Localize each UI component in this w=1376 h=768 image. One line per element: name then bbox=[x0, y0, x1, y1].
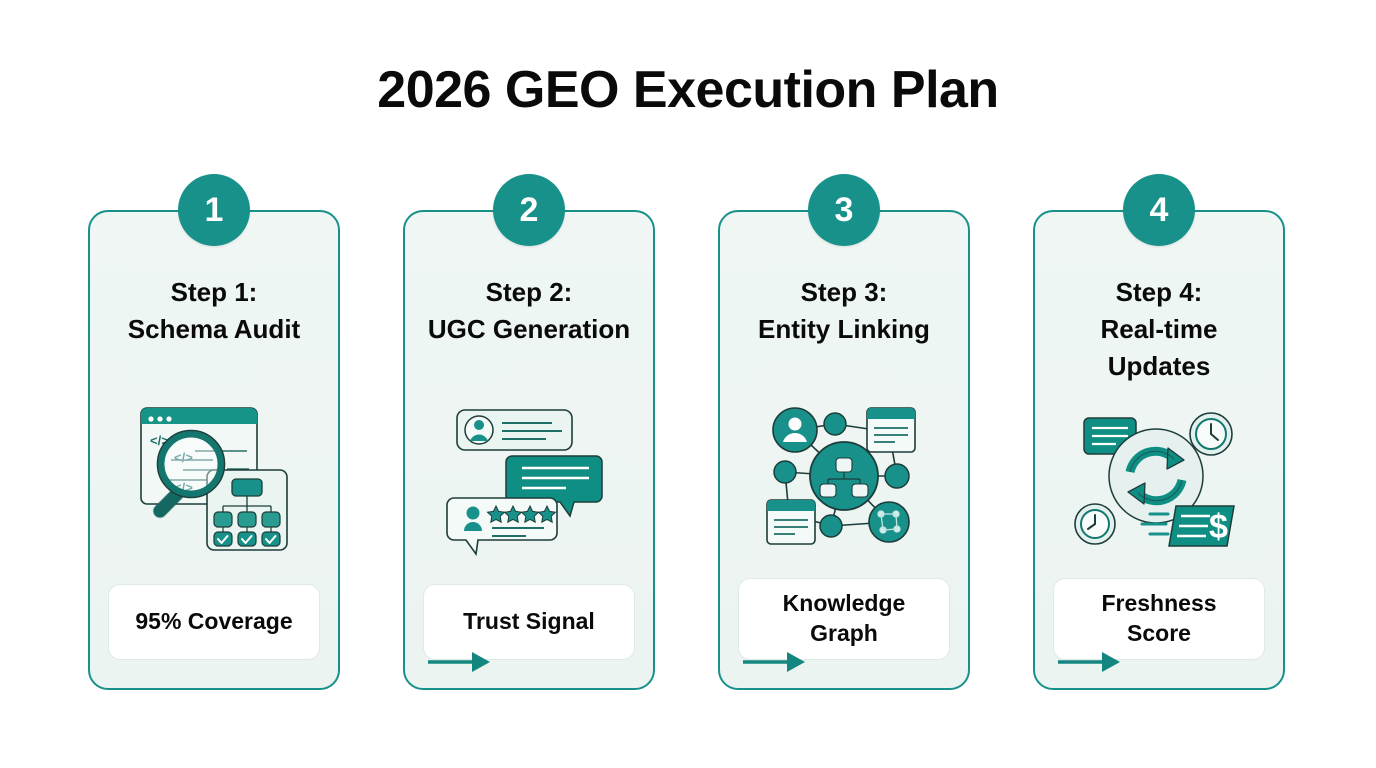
step-card-2[interactable]: 2 Step 2: UGC Generation bbox=[403, 174, 655, 690]
page-title: 2026 GEO Execution Plan bbox=[377, 61, 999, 119]
step-card-4[interactable]: 4 Step 4: Real-time Updates bbox=[1033, 174, 1285, 690]
step-number-badge-3: 3 bbox=[808, 174, 880, 246]
steps-rail: 1 Step 1: Schema Audit </> </> </> bbox=[88, 174, 1285, 690]
entity-linking-icon bbox=[720, 390, 968, 562]
step-card-1[interactable]: 1 Step 1: Schema Audit </> </> </> bbox=[88, 174, 340, 690]
step-title-1: Step 1: Schema Audit bbox=[127, 277, 301, 344]
step-result-3: Knowledge Graph bbox=[738, 578, 950, 660]
arrow-step1-to-step2 bbox=[428, 651, 492, 673]
step-number-badge-2: 2 bbox=[493, 174, 565, 246]
step-result-2: Trust Signal bbox=[423, 584, 635, 660]
arrow-step3-to-step4 bbox=[1058, 651, 1122, 673]
step-title-3: Step 3: Entity Linking bbox=[758, 277, 930, 344]
step-result-4: Freshness Score bbox=[1053, 578, 1265, 660]
step-number-badge-4: 4 bbox=[1123, 174, 1195, 246]
svg-text:</>: </> bbox=[174, 450, 193, 465]
step-title-4: Step 4: Real-time Updates bbox=[1100, 277, 1218, 381]
step-card-3[interactable]: 3 Step 3: Entity Linking bbox=[718, 174, 970, 690]
real-time-updates-icon: $ bbox=[1035, 390, 1283, 562]
arrow-step2-to-step3 bbox=[743, 651, 807, 673]
step-title-2: Step 2: UGC Generation bbox=[427, 277, 631, 344]
svg-text:$: $ bbox=[1209, 508, 1228, 546]
step-number-badge-1: 1 bbox=[178, 174, 250, 246]
step-result-1: 95% Coverage bbox=[108, 584, 320, 660]
schema-audit-icon: </> </> </> bbox=[90, 390, 338, 562]
ugc-generation-icon bbox=[405, 390, 653, 562]
